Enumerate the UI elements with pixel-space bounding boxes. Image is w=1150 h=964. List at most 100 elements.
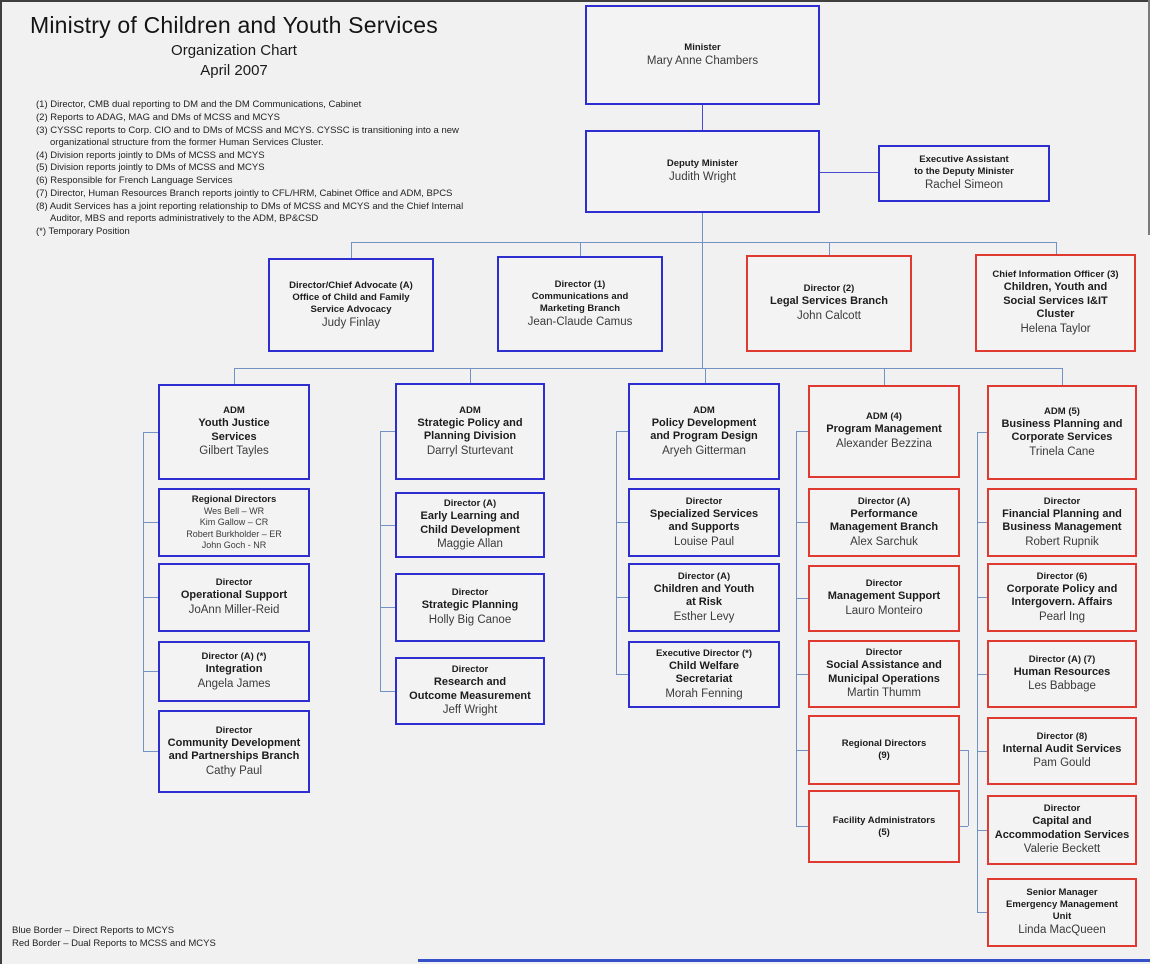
org-box-line: Director (6) [1036, 570, 1088, 582]
connector-line [977, 751, 987, 752]
footnote: (3) CYSSC reports to Corp. CIO and to DM… [36, 124, 459, 148]
footnote: (5) Division reports jointly to DMs of M… [36, 162, 265, 174]
org-box-line: Director/Chief Advocate (A) [289, 279, 413, 291]
org-box-line: Children, Youth and [1003, 281, 1108, 294]
org-box-line: ADM (5) [1044, 405, 1080, 417]
connector-line [380, 431, 381, 691]
connector-line [380, 691, 395, 692]
footnote: (1) Director, CMB dual reporting to DM a… [36, 99, 362, 110]
org-box-line: Regional Directors [841, 738, 927, 749]
org-box-line: Lauro Monteiro [845, 604, 923, 617]
connector-line [796, 431, 797, 826]
org-box-line: Business Management [1002, 521, 1122, 533]
org-box-line: Planning Division [423, 430, 517, 442]
org-box-line: to the Deputy Minister [914, 166, 1014, 177]
org-box-line: Executive Assistant [919, 154, 1009, 165]
org-box-line: Director [1043, 803, 1081, 814]
legend-red-border: Red Border – Dual Reports to MCSS and MC… [12, 938, 216, 949]
connector-line [796, 826, 808, 827]
org-box-line: Rachel Simeon [925, 179, 1003, 191]
org-box-cio-cluster: Chief Information Officer (3)Children, Y… [975, 254, 1136, 352]
org-box-line: Policy Development [651, 416, 757, 429]
org-box-line: Alex Sarchuk [850, 535, 918, 548]
footnote: (2) Reports to ADAG, MAG and DMs of MCSS… [36, 111, 280, 123]
connector-line [143, 751, 158, 752]
connector-line [1056, 242, 1057, 254]
org-box-line: Management Support [827, 590, 941, 603]
org-box-line: Director (2) [803, 283, 855, 295]
page-edge-line [0, 0, 2, 964]
org-box-line: Valerie Beckett [1023, 843, 1101, 855]
connector-line [977, 830, 987, 831]
org-box-line: Outcome Measurement [409, 689, 531, 702]
chart-date: April 2007 [200, 62, 268, 79]
org-box-line: Executive Director (*) [655, 647, 753, 659]
connector-line [796, 431, 808, 432]
footnote: (4) Division reports jointly to DMs of M… [36, 149, 265, 161]
page-edge-line [0, 0, 1150, 2]
org-box-line: Human Resources [1013, 665, 1111, 678]
connector-line [616, 597, 628, 598]
org-box-line: (5) [878, 826, 890, 838]
org-box-line: Child Development [420, 523, 520, 536]
org-box-line: Director (A) [443, 498, 497, 509]
org-box-line: Trinela Cane [1029, 445, 1095, 458]
connector-line [234, 368, 235, 384]
org-box-line: JoAnn Miller-Reid [188, 603, 280, 616]
chart-title: Ministry of Children and Youth Services [30, 12, 438, 38]
connector-line [977, 597, 987, 598]
org-box-line: Marketing Branch [539, 302, 621, 314]
org-box-line: Darryl Sturtevant [426, 444, 514, 457]
connector-line [234, 368, 1063, 369]
org-box-line: Les Babbage [1028, 680, 1096, 693]
org-box-line: Performance [850, 507, 918, 520]
org-box-line: Corporate Policy and [1006, 582, 1118, 595]
org-box-line: Morah Fenning [665, 687, 743, 700]
org-box-line: Accommodation Services [994, 828, 1130, 841]
org-box-line: Operational Support [180, 589, 288, 602]
org-box-line: Cathy Paul [205, 764, 263, 777]
org-box-line: Children and Youth [653, 582, 755, 595]
org-box-line: Community Development [167, 736, 301, 749]
org-box-line: Linda MacQueen [1018, 924, 1106, 936]
org-box-line: Director [451, 587, 489, 599]
org-box-line: Director (1) [554, 278, 606, 290]
connector-line [380, 607, 395, 608]
org-box-line: Regional Directors [191, 493, 277, 505]
footnotes-list: (1) Director, CMB dual reporting to DM a… [36, 99, 494, 239]
org-box-line: Esther Levy [673, 610, 735, 623]
org-box-regional-directors-9: Regional Directors(9) [808, 715, 960, 785]
org-box-line: Director [1043, 495, 1081, 507]
connector-line [1062, 368, 1063, 385]
connector-line [580, 242, 581, 256]
org-box-line: ADM [459, 404, 481, 416]
connector-line [820, 172, 878, 173]
connector-line [616, 431, 628, 432]
org-box-line: Judith Wright [669, 171, 736, 183]
org-box-line: Research and [433, 676, 507, 688]
org-box-line: Child Welfare [668, 659, 740, 672]
connector-line [143, 432, 144, 751]
org-box-line: Legal Services Branch [769, 295, 888, 308]
org-box-line: Director [865, 578, 903, 590]
org-box-line: Social Assistance and [826, 659, 942, 671]
org-box-line: Aryeh Gitterman [662, 444, 746, 457]
connector-line [977, 432, 978, 912]
connector-line [616, 674, 628, 675]
org-box-line: Wes Bell – WR [203, 505, 265, 516]
